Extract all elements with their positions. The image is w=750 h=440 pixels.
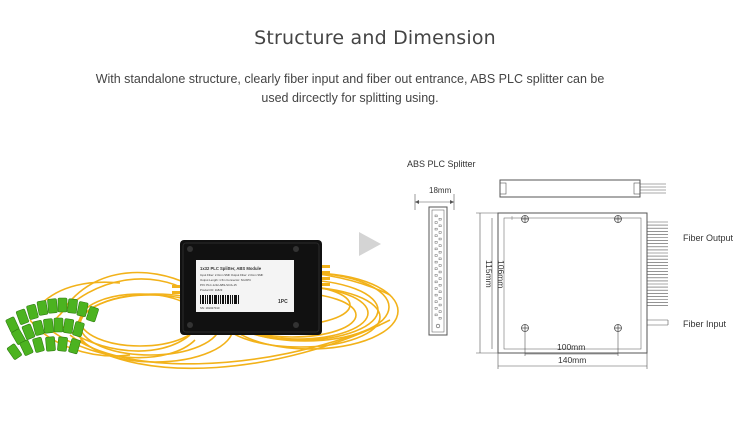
- side-port-mark: [438, 277, 442, 280]
- side-port-mark: [434, 260, 438, 264]
- side-view: [414, 194, 455, 336]
- module-label-line-5: Product ID: 11823: [200, 288, 223, 292]
- side-port-mark: [434, 241, 438, 244]
- side-port-mark: [434, 274, 438, 277]
- side-port-mark: [438, 237, 442, 241]
- description: With standalone structure, clearly fiber…: [90, 70, 610, 108]
- side-port-mark: [438, 317, 442, 320]
- label-fiber-input: Fiber Input: [683, 319, 727, 329]
- dim-width-outer: 140mm: [558, 355, 586, 365]
- module-label-line-3: Output Length: 1.5m Connector: SC/APC: [200, 278, 251, 282]
- dimension-diagram: ABS PLC Splitter 18mm: [407, 159, 734, 369]
- mount-holes: [521, 215, 622, 332]
- side-port-mark: [438, 303, 442, 307]
- description-line-1: With standalone structure, clearly fiber…: [95, 72, 605, 86]
- side-port-mark: [438, 244, 442, 247]
- description-line-2: used dircectly for splitting using.: [261, 91, 439, 105]
- side-port-mark: [438, 264, 442, 267]
- side-port-mark: [434, 300, 438, 303]
- side-port-mark: [438, 310, 442, 313]
- sc-connectors: [5, 297, 99, 360]
- module-tag: 1PC: [278, 299, 288, 305]
- dim-width-inner: 100mm: [557, 342, 585, 352]
- barcode: [200, 295, 239, 304]
- horizontal-dimensions: [497, 332, 648, 369]
- side-port-mark: [438, 290, 442, 293]
- front-view: [497, 212, 648, 354]
- module-label-line-1: 1x32 PLC Splitter, ABS Module: [200, 266, 262, 271]
- side-port-mark: [438, 251, 442, 254]
- side-port-mark: [434, 293, 438, 297]
- label-fiber-output: Fiber Output: [683, 233, 734, 243]
- side-port-mark: [434, 227, 438, 231]
- side-port-mark: [434, 287, 438, 290]
- side-port-mark: [438, 297, 442, 300]
- side-port-mark: [434, 234, 438, 237]
- side-port-mark: [434, 214, 438, 218]
- side-port-mark: [434, 307, 438, 310]
- side-port-mark: [438, 218, 442, 221]
- side-port-mark: [434, 267, 438, 270]
- dim-thickness: 18mm: [429, 186, 452, 195]
- page-title: Structure and Dimension: [254, 27, 496, 49]
- module-label-line-2: Input Fiber: 2.0mm SMF Output Fiber: 2.0…: [200, 273, 264, 277]
- side-view-fiber-ports: [434, 214, 442, 320]
- side-port-mark: [438, 257, 442, 260]
- diagram-caption: ABS PLC Splitter: [407, 159, 476, 169]
- side-port-mark: [438, 231, 442, 234]
- module-label-line-4: P/N: PLC-1x32-ABS-SC/A-15: [200, 283, 237, 287]
- module-serial: SN: 191027010: [200, 306, 220, 310]
- play-arrow-icon: [359, 232, 381, 256]
- side-port-mark: [434, 254, 438, 257]
- side-port-mark: [434, 221, 438, 224]
- product-photo: 1x32 PLC Splitter, ABS Module Input Fibe…: [5, 240, 399, 370]
- side-port-mark: [434, 247, 438, 251]
- dim-height-inner: 106mm: [496, 260, 506, 288]
- side-port-mark: [434, 280, 438, 284]
- vertical-dimensions: [476, 212, 498, 354]
- output-ports: [647, 221, 668, 306]
- side-port-mark: [438, 224, 442, 227]
- top-view: [499, 179, 666, 198]
- input-port: [647, 319, 669, 326]
- abs-module: 1x32 PLC Splitter, ABS Module Input Fibe…: [172, 240, 330, 335]
- side-port-mark: [438, 284, 442, 287]
- side-port-mark: [438, 270, 442, 274]
- side-port-mark: [434, 313, 438, 317]
- dim-height-outer: 115mm: [484, 260, 494, 288]
